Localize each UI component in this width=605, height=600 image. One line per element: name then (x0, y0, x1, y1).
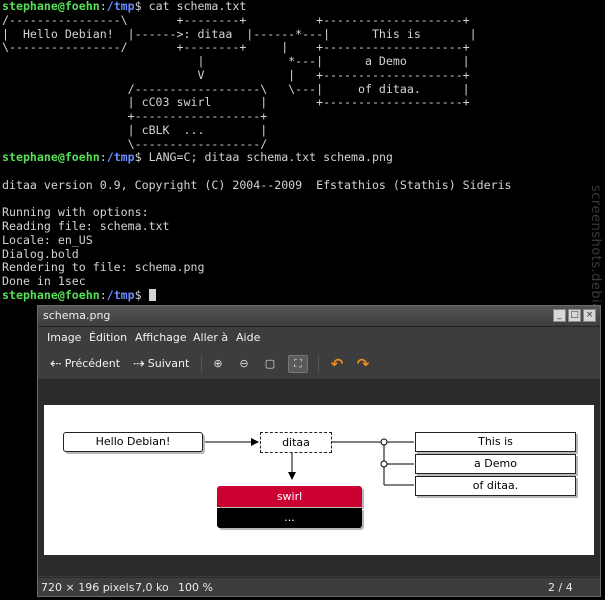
ascii-line: V | +--------------------+ (2, 67, 470, 82)
prompt-line-1: stephane@foehn:/tmp$ cat schema.txt (2, 0, 247, 13)
prompt-user: stephane@foehn (2, 150, 100, 165)
zoom-out-icon[interactable]: ⊖ (239, 357, 249, 370)
output-line: Rendering to file: schema.png (2, 260, 205, 275)
image-viewer-window[interactable]: schema.png _ □ × Image Édition Affichage… (37, 305, 601, 597)
prompt-line-3: stephane@foehn:/tmp$ (2, 287, 156, 303)
menu-aller-a[interactable]: Aller à (193, 331, 229, 344)
prompt-line-2: stephane@foehn:/tmp$ LANG=C; ditaa schem… (2, 150, 393, 165)
toolbar-separator (201, 355, 202, 373)
box-a-demo: a Demo (415, 454, 576, 474)
menu-edition[interactable]: Édition (89, 331, 128, 344)
next-arrow-icon: ⇢ (133, 356, 145, 372)
diagram-image: Hello Debian! ditaa swirl ... This is a … (44, 405, 594, 555)
terminal-cursor (148, 288, 156, 301)
menu-affichage[interactable]: Affichage (135, 331, 187, 344)
close-button[interactable]: × (583, 309, 596, 322)
box-this-is: This is (415, 432, 576, 452)
box-of-ditaa: of ditaa. (415, 476, 576, 496)
output-line: Done in 1sec (2, 274, 86, 288)
prompt-user: stephane@foehn (2, 0, 100, 13)
box-ditaa: ditaa (260, 432, 332, 453)
rotate-left-icon[interactable]: ↶ (330, 355, 344, 373)
prompt-path: /tmp (106, 150, 135, 165)
prev-arrow-icon: ⇠ (50, 356, 62, 372)
box-hello-debian: Hello Debian! (63, 432, 203, 452)
box-swirl: swirl (217, 486, 362, 507)
output-line: Running with options: (2, 205, 149, 220)
status-filesize: 7,0 ko (135, 581, 169, 594)
toolbar: ⇠Précédent ⇢Suivant ⊕ ⊖ ▢ ⛶ ↶ ↷ (38, 350, 600, 378)
prompt-path: /tmp (106, 0, 135, 13)
zoom-fit-icon[interactable]: ⛶ (288, 355, 308, 373)
junction-dot (380, 438, 388, 446)
menu-bar: Image Édition Affichage Aller à Aide (38, 327, 600, 349)
output-line: ditaa version 0.9, Copyright (C) 2004--2… (2, 177, 512, 192)
ascii-line: /----------------\ +--------+ +---------… (2, 12, 470, 27)
diagram-connectors (205, 438, 414, 486)
zoom-in-icon[interactable]: ⊕ (213, 357, 223, 370)
ascii-line: /------------------\ \---| of ditaa. | (2, 81, 470, 96)
output-line: Dialog.bold (2, 246, 79, 261)
toolbar-separator (318, 355, 319, 373)
next-button[interactable]: ⇢Suivant (133, 356, 190, 372)
junction-dot (380, 460, 388, 468)
status-zoom: 100 % (178, 581, 213, 594)
status-bar: 720 × 196 pixels 7,0 ko 100 % 2 / 4 (38, 577, 600, 596)
prompt-path: /tmp (106, 287, 135, 302)
output-line: Locale: en_US (2, 232, 93, 247)
ascii-line: | Hello Debian! |------>: ditaa |------*… (2, 26, 477, 41)
ascii-line: +------------------+ (2, 109, 268, 123)
window-titlebar[interactable]: schema.png _ □ × (38, 306, 600, 327)
menu-aide[interactable]: Aide (236, 331, 261, 344)
maximize-button[interactable]: □ (568, 309, 581, 322)
window-title: schema.png (43, 309, 111, 322)
rotate-right-icon[interactable]: ↷ (356, 355, 370, 373)
ascii-line: \----------------/ +--------+ | +-------… (2, 40, 470, 55)
command-text: LANG=C; ditaa schema.txt schema.png (148, 150, 393, 165)
prompt-user: stephane@foehn (2, 287, 100, 302)
ascii-line: | *---| a Demo | (2, 54, 470, 68)
status-page: 2 / 4 (548, 581, 573, 594)
output-line: Reading file: schema.txt (2, 219, 170, 233)
box-dots: ... (217, 508, 362, 528)
ascii-line: | cBLK ... | (2, 122, 268, 137)
ascii-line: | cC03 swirl | +--------------------+ (2, 95, 470, 110)
image-canvas[interactable]: Hello Debian! ditaa swirl ... This is a … (38, 379, 600, 576)
minimize-button[interactable]: _ (553, 309, 566, 322)
command-text: cat schema.txt (148, 0, 247, 13)
ascii-line: \------------------/ (2, 136, 268, 151)
menu-image[interactable]: Image (47, 331, 82, 344)
previous-button[interactable]: ⇠Précédent (50, 356, 121, 372)
status-dimensions: 720 × 196 pixels (41, 581, 135, 594)
zoom-normal-icon[interactable]: ▢ (264, 357, 276, 370)
